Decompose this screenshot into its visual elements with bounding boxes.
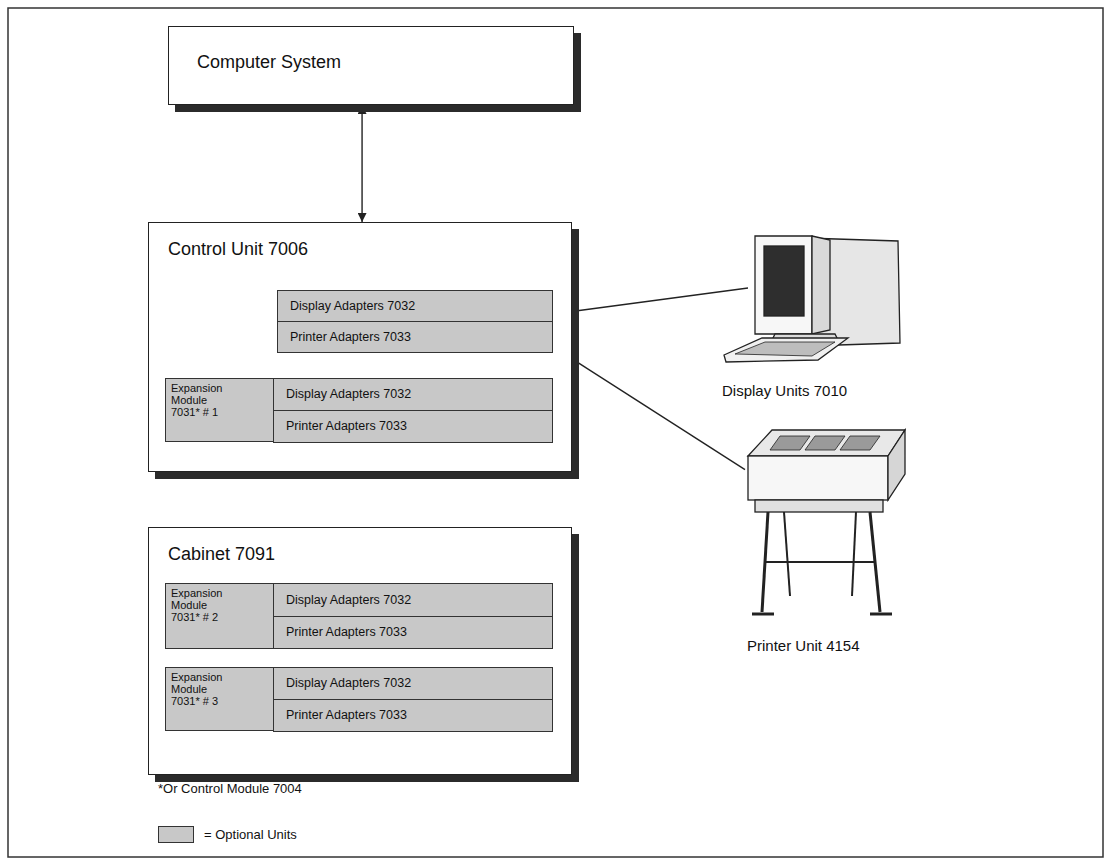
footnote: *Or Control Module 7004: [158, 781, 302, 797]
adapter-label: Printer Adapters 7033: [290, 330, 411, 345]
frame-border: [8, 8, 1103, 857]
legend-swatch: [158, 826, 194, 843]
printer-illustration: [745, 425, 910, 660]
printer-unit: Printer Unit 4154: [745, 425, 910, 660]
adapter-box: Printer Adapters 7033: [273, 699, 553, 732]
module-box: Expansion Module 7031* # 3 Display Adapte…: [165, 667, 553, 731]
adapter-label: Printer Adapters 7033: [286, 625, 407, 640]
adapter-label: Display Adapters 7032: [286, 387, 411, 402]
monitor-illustration: [748, 232, 908, 407]
adapter-box: Display Adapters 7032: [273, 378, 553, 411]
adapter-box: Printer Adapters 7033: [277, 321, 553, 353]
module-box: Expansion Module 7031* # 1 Display Adapte…: [165, 378, 553, 442]
cable-line: [553, 288, 748, 314]
data-link-arrow: [361, 105, 362, 222]
box-title: Computer System: [197, 51, 341, 73]
cable-line: [553, 347, 745, 470]
adapter-box: Display Adapters 7032: [273, 583, 553, 617]
device-label: Printer Unit 4154: [747, 637, 860, 655]
module-box: Expansion Module 7031* # 2 Display Adapte…: [165, 583, 553, 649]
module-label: Expansion Module 7031* # 3: [171, 671, 231, 707]
legend-text: = Optional Units: [204, 827, 297, 843]
device-label: Display Units 7010: [722, 382, 847, 400]
adapter-label: Printer Adapters 7033: [286, 708, 407, 723]
adapter-label: Display Adapters 7032: [286, 676, 411, 691]
module-label: Expansion Module 7031* # 2: [171, 587, 231, 623]
display-unit: Display Units 7010: [748, 232, 908, 407]
box-title: Cabinet 7091: [168, 543, 275, 565]
system-box: Computer System: [168, 26, 574, 105]
box-title: Control Unit 7006: [168, 238, 308, 260]
adapter-box: Printer Adapters 7033: [273, 616, 553, 649]
cabinet-box: Cabinet 7091Expansion Module 7031* # 2 Di…: [148, 527, 572, 775]
adapter-box: Display Adapters 7032: [277, 290, 553, 322]
control-unit-box: Control Unit 7006Display Adapters 7032Pr…: [148, 222, 572, 472]
module-label: Expansion Module 7031* # 1: [171, 382, 231, 418]
adapter-label: Display Adapters 7032: [286, 593, 411, 608]
adapter-box: Printer Adapters 7033: [273, 410, 553, 443]
adapter-label: Display Adapters 7032: [290, 299, 415, 314]
adapter-box: Display Adapters 7032: [273, 667, 553, 700]
adapter-label: Printer Adapters 7033: [286, 419, 407, 434]
